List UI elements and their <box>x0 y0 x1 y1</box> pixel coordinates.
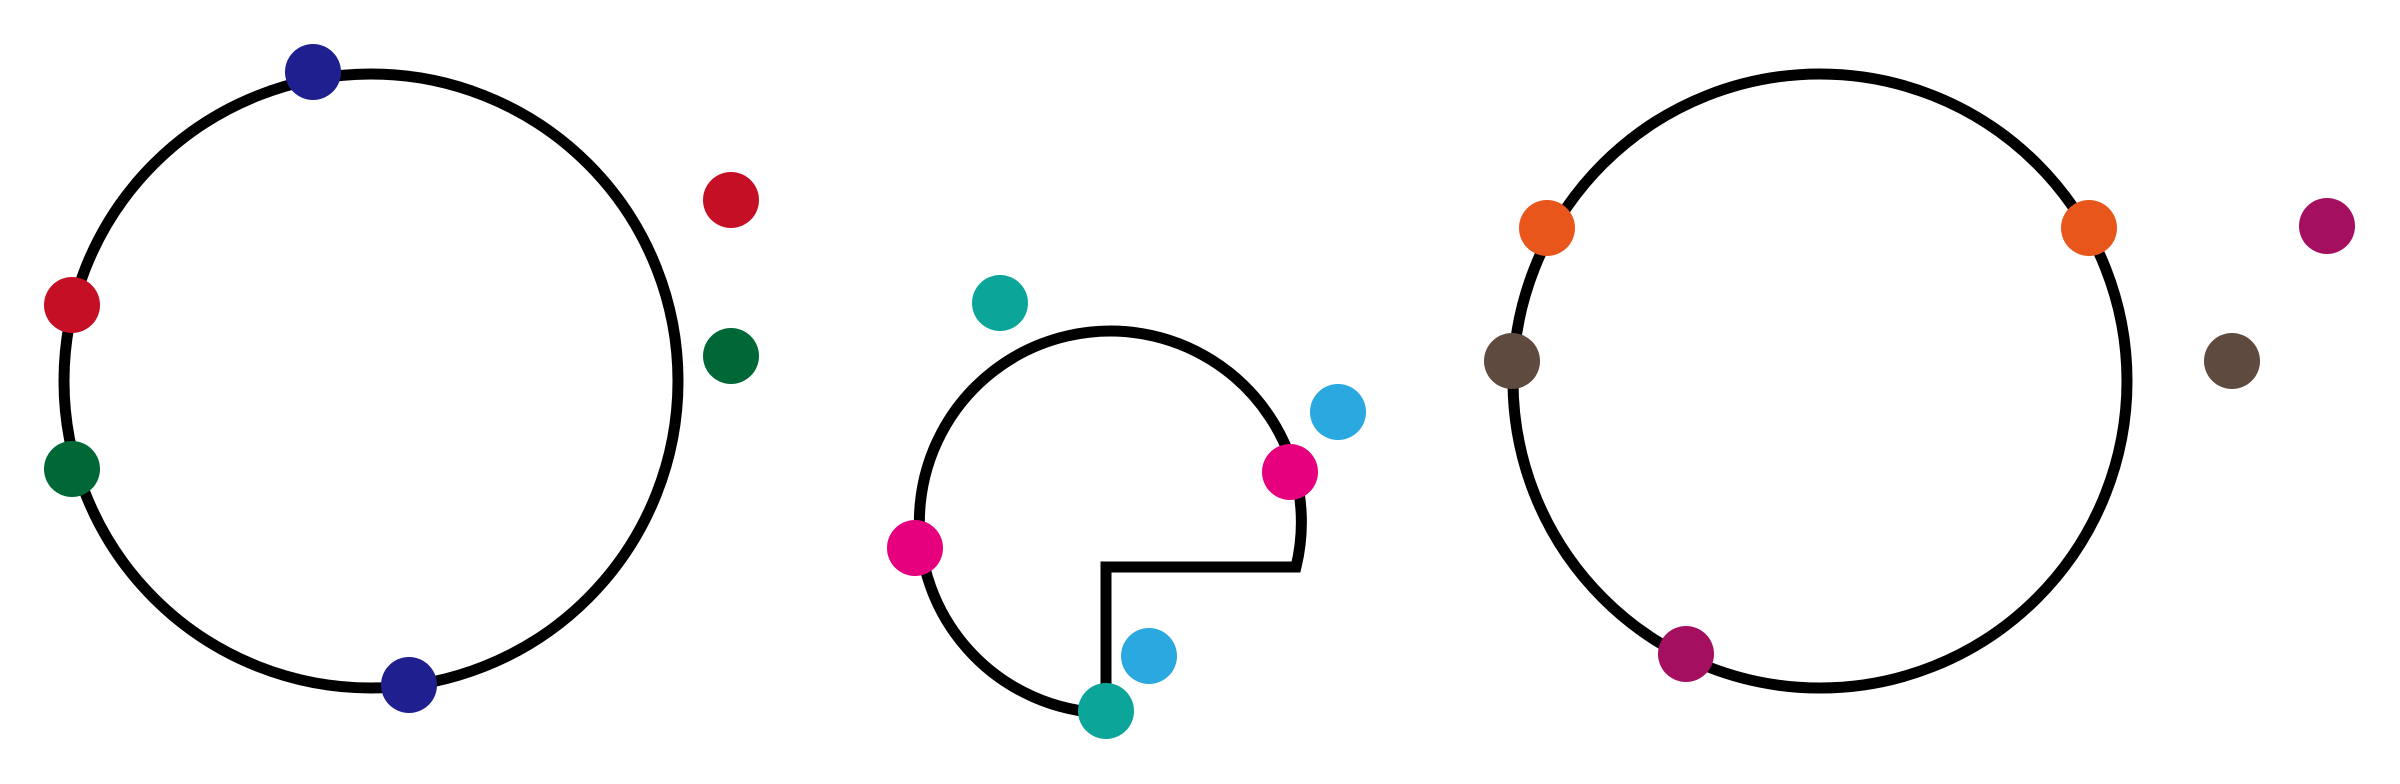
panel-1-dot-red-left <box>44 277 100 333</box>
panel-1-dot-navy-bottom <box>381 657 437 713</box>
panel-1-circle <box>58 68 684 694</box>
panel-2-dot-teal-outside <box>972 275 1028 331</box>
panel-3-dot-orange-right <box>2061 200 2117 256</box>
panel-2-dot-sky-outside-inner <box>1121 628 1177 684</box>
panel-2-cut-circle <box>913 325 1307 719</box>
panel-1 <box>44 44 759 713</box>
panel-3 <box>1484 68 2355 694</box>
panel-1-dot-navy-top <box>285 44 341 100</box>
panel-3-dot-plum-bottom <box>1658 626 1714 682</box>
panel-1-dot-green-outside <box>703 328 759 384</box>
panel-2-dot-magenta-left <box>887 520 943 576</box>
panel-3-dot-brown-outside <box>2204 333 2260 389</box>
panel-1-dot-red-outside <box>703 172 759 228</box>
panel-2-dot-teal-bottom <box>1078 683 1134 739</box>
panel-2 <box>887 275 1366 739</box>
panel-2-dot-magenta-right <box>1262 444 1318 500</box>
panel-1-dot-green-left <box>44 441 100 497</box>
panel-3-dot-brown-left <box>1484 333 1540 389</box>
panel-3-circle <box>1507 68 2133 694</box>
panel-3-dot-plum-outside <box>2299 198 2355 254</box>
panel-3-dot-orange-left <box>1519 200 1575 256</box>
panel-2-dot-sky-outside-right <box>1310 384 1366 440</box>
